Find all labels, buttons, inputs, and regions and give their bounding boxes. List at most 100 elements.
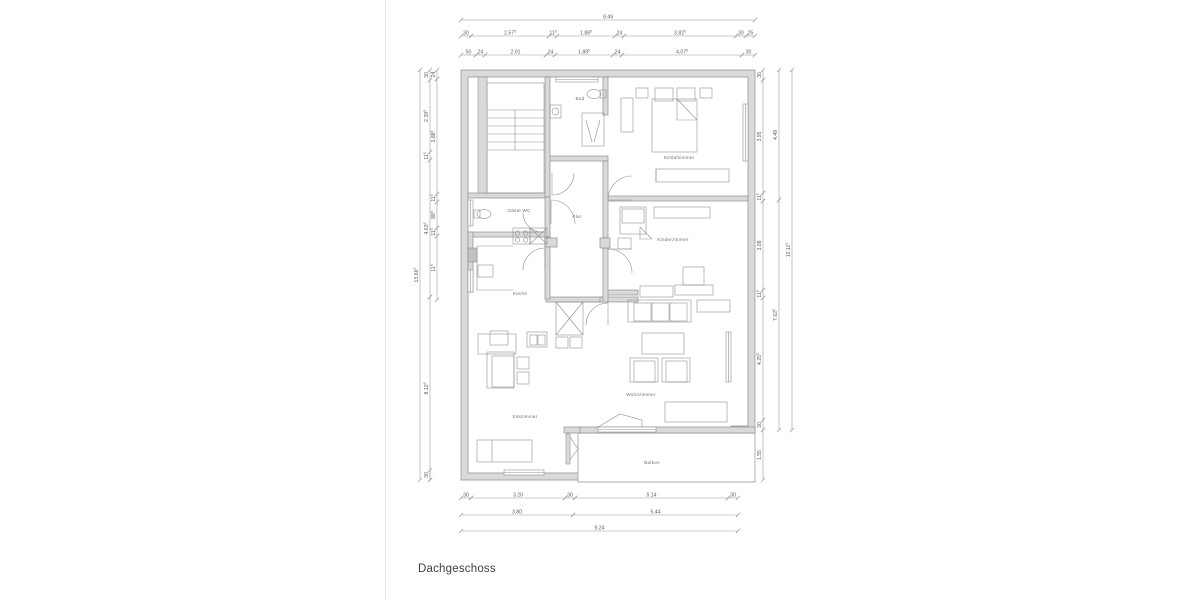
dimension-tick: [468, 495, 474, 501]
dimension-chain-left-mid: 30 2.395 115 4.635 8.125 30: [423, 67, 433, 483]
dimension-tick: [610, 52, 616, 58]
dimension-label: 115: [430, 264, 437, 271]
door-layer: [522, 172, 633, 326]
dimension-tick: [612, 33, 618, 39]
room-label-bad: Bad: [576, 96, 585, 101]
dimension-label: 2.395: [423, 110, 430, 122]
dimension-label: 30: [738, 30, 744, 36]
dimension-tick: [752, 52, 758, 58]
dimension-label: 24: [431, 72, 437, 78]
dimension-label: 1.55: [757, 450, 763, 460]
dimension-label: 4.075: [676, 48, 688, 55]
dimension-tick: [427, 149, 433, 155]
dimension-tick: [546, 33, 552, 39]
dimension-chain-right-outer: 12.115: [785, 67, 795, 433]
dimension-tick: [776, 197, 782, 203]
dimension-label: 5.44: [650, 509, 660, 515]
dimension-tick: [760, 477, 766, 483]
dimension-tick: [562, 495, 568, 501]
dimension-tick: [725, 495, 731, 501]
dimension-label: 30: [424, 72, 430, 78]
dimension-tick: [458, 528, 464, 534]
dimension-tick: [458, 495, 464, 501]
dimension-label: 4.635: [423, 222, 430, 234]
dimension-label: 30: [424, 472, 430, 478]
dimension-tick: [760, 198, 766, 204]
dimension-tick: [760, 417, 766, 423]
dimension-label: 30: [463, 30, 469, 36]
dimension-tick: [760, 67, 766, 73]
dimension-tick: [427, 157, 433, 163]
dimension-label: 3.20: [513, 492, 523, 498]
dimension-tick: [735, 495, 741, 501]
dimension-tick: [434, 199, 440, 205]
dimension-label: 115: [423, 152, 430, 159]
dimension-tick: [752, 17, 758, 23]
dimension-label: 50: [466, 49, 472, 55]
dimension-tick: [789, 67, 795, 73]
dimension-tick: [427, 294, 433, 300]
dimension-label: 885: [430, 211, 437, 219]
dimension-tick: [776, 427, 782, 433]
dimension-tick: [473, 52, 479, 58]
dimension-chain-left-outer: 13.665: [413, 67, 423, 483]
dimension-tick: [458, 33, 464, 39]
dimension-label: 24: [478, 49, 484, 55]
dimension-label: 9.24: [594, 525, 604, 531]
dimension-label: 30: [567, 492, 573, 498]
dimension-tick: [760, 287, 766, 293]
dimension-label: 3.08: [757, 240, 763, 250]
dimension-label: 25: [748, 30, 754, 36]
room-label-kinderzimmer: Kinderzimmer: [657, 237, 689, 242]
dimension-tick: [552, 52, 558, 58]
dimension-tick: [760, 190, 766, 196]
panel-divider: [385, 0, 386, 600]
furniture-layer: [467, 76, 749, 476]
room-label-esszimmer: Esszimmer: [513, 414, 538, 419]
dimension-label: 8.125: [423, 382, 430, 394]
dimension-chain-right-mid: 4.49 7.625: [772, 67, 782, 433]
dimension-tick: [760, 77, 766, 83]
dimension-label: 30: [757, 422, 763, 428]
room-label-wohnzimmer: Wohnzimmer: [626, 392, 656, 397]
dimension-chain-top-overall: 9.49: [458, 14, 758, 23]
dimension-tick: [458, 52, 464, 58]
dimension-tick: [752, 33, 758, 39]
dimension-tick: [458, 17, 464, 23]
dimension-label: 2.575: [504, 29, 516, 36]
dimension-label: 115: [756, 290, 763, 297]
dimension-label: 115: [430, 228, 437, 235]
dimension-tick: [554, 33, 560, 39]
dimension-label: 7.625: [772, 309, 779, 321]
dimension-label: 1.885: [580, 29, 592, 36]
dimension-tick: [434, 67, 440, 73]
dimension-label: 24: [548, 49, 554, 55]
room-label-gaeste-wc: Gäste WC: [507, 208, 531, 213]
dimension-tick: [482, 52, 488, 58]
dimension-label: 3.885: [430, 130, 437, 142]
dimension-tick: [434, 233, 440, 239]
dimension-tick: [417, 477, 423, 483]
dimension-tick: [543, 52, 549, 58]
wall-layer: [460, 69, 756, 483]
dimension-label: 2.01: [510, 49, 520, 55]
dimension-label: 4.255: [756, 353, 763, 365]
dimension-tick: [743, 33, 749, 39]
dimension-label: 4.49: [773, 130, 779, 140]
room-label-schlafzimmer: Schlafzimmer: [664, 155, 695, 160]
dimension-tick: [434, 297, 440, 303]
plan-caption: Dachgeschoss: [418, 563, 496, 575]
dimension-tick: [572, 495, 578, 501]
room-label-kueche: Küche: [513, 291, 527, 296]
dimension-tick: [735, 512, 741, 518]
dimension-label: 30: [463, 492, 469, 498]
dimension-tick: [733, 33, 739, 39]
dimension-tick: [417, 67, 423, 73]
